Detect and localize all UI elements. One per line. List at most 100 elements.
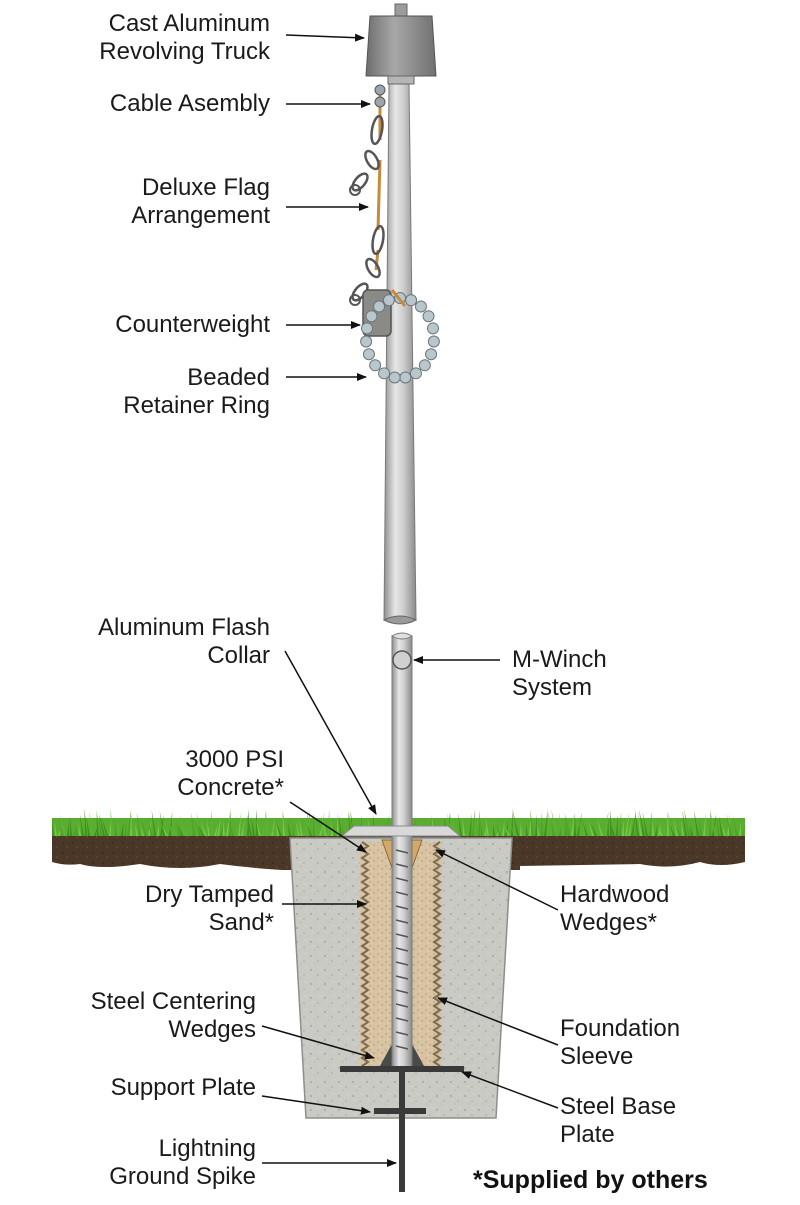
- grass-blade: [89, 812, 93, 836]
- supplied-by-others-note: *Supplied by others: [473, 1166, 708, 1194]
- grass-blade: [262, 821, 265, 836]
- grass-blade: [52, 817, 54, 836]
- grass-blade: [211, 809, 213, 836]
- retainer-bead: [362, 348, 375, 361]
- grass-blade: [86, 816, 90, 836]
- sleeve-wall: [360, 841, 370, 1067]
- grass-blade: [732, 815, 738, 836]
- grass-blade: [668, 812, 672, 836]
- grass-blade: [485, 815, 489, 836]
- cable-ball: [374, 96, 386, 108]
- grass-blade: [124, 821, 127, 836]
- grass-blade: [631, 813, 636, 836]
- label-support-plate: Support Plate: [110, 1074, 256, 1101]
- grass-blade: [313, 812, 315, 836]
- retainer-bead: [360, 335, 373, 348]
- grass-blade: [227, 818, 234, 836]
- grass-blade: [238, 812, 241, 836]
- grass-blade: [638, 809, 645, 836]
- grass-blade: [662, 823, 666, 836]
- grass-blade: [79, 813, 84, 836]
- grass-blade: [726, 813, 732, 836]
- centering-wedge-left: [380, 1044, 392, 1066]
- pole-dash: [395, 1003, 409, 1008]
- pointer-line: [437, 997, 559, 1046]
- grass-blade: [548, 811, 552, 836]
- grass-blade: [140, 818, 147, 836]
- grass-blade: [110, 808, 114, 836]
- pole-dash: [395, 919, 409, 924]
- retainer-bead: [405, 294, 418, 307]
- grass-blade: [275, 820, 282, 836]
- grass-blade: [167, 817, 174, 836]
- pole-hidden-dash: [395, 849, 409, 1050]
- grass-blade: [598, 824, 600, 836]
- grass-blade: [341, 823, 345, 836]
- grass-blade: [101, 817, 108, 836]
- grass-blade: [544, 808, 548, 836]
- retainer-bead: [373, 300, 386, 313]
- pointer-line: [284, 650, 377, 815]
- grass-blade: [652, 817, 654, 836]
- retainer-bead: [427, 335, 440, 348]
- snap-link: [371, 224, 385, 256]
- pole-upper-section: [383, 81, 417, 621]
- grass-blade: [177, 823, 183, 836]
- retainer-bead: [388, 371, 401, 384]
- grass-blade: [709, 809, 711, 836]
- foundation-sleeve: [360, 841, 442, 1067]
- grass-blade: [535, 814, 538, 836]
- retainer-bead: [369, 359, 382, 372]
- retainer-bead: [426, 322, 439, 335]
- grass-blade: [295, 819, 300, 836]
- retainer-bead: [361, 322, 374, 335]
- truck-collar: [387, 75, 415, 85]
- pointer-line: [289, 801, 367, 853]
- grass-blade: [270, 824, 276, 836]
- grass-blade: [716, 815, 720, 836]
- ground-spike: [399, 1072, 405, 1192]
- grass-blade: [649, 810, 653, 836]
- grass-blade: [588, 819, 594, 836]
- grass-blade: [637, 811, 642, 836]
- grass-blade: [469, 813, 472, 836]
- grass-blade: [84, 808, 87, 836]
- grass-blade: [496, 821, 501, 836]
- grass-blade: [307, 824, 312, 836]
- grass-blade: [338, 815, 342, 836]
- snap-link: [365, 257, 381, 279]
- grass-blade: [699, 816, 702, 836]
- pole-dash: [395, 1031, 409, 1036]
- grass-blade: [337, 812, 339, 836]
- pole-dash: [395, 1045, 409, 1050]
- grass-blade: [117, 817, 120, 836]
- grass-blade: [458, 812, 462, 836]
- grass-blade: [161, 824, 168, 836]
- pointer-line: [461, 1071, 559, 1109]
- grass-blade: [220, 817, 225, 836]
- grass-blade: [452, 820, 459, 836]
- grass-blade: [140, 825, 144, 836]
- pointer-lines: [261, 33, 559, 1167]
- grass-blade: [493, 824, 495, 836]
- grass-blade: [271, 818, 275, 836]
- grass-blade: [447, 812, 453, 836]
- grass-blade: [565, 813, 567, 836]
- label-counterweight: Counterweight: [115, 311, 270, 338]
- pointer-line: [261, 1095, 371, 1115]
- grass-blade: [265, 809, 267, 836]
- retainer-bead: [409, 367, 422, 380]
- grass-blade: [242, 825, 246, 836]
- grass-blade: [520, 821, 522, 836]
- grass-blade: [625, 812, 630, 836]
- grass-blade: [157, 823, 160, 836]
- winch-access-icon: [392, 650, 412, 670]
- grass-blade: [175, 821, 180, 836]
- grass-blade: [690, 824, 693, 836]
